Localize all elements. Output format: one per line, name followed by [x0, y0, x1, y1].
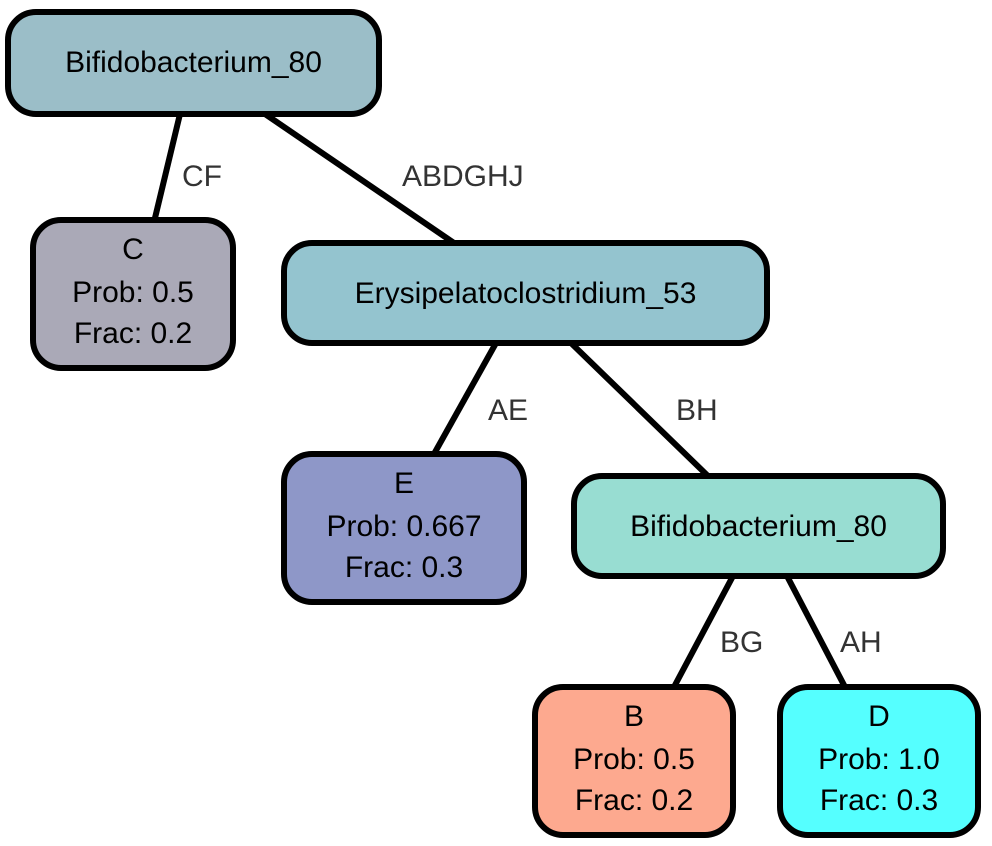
- node-leaf-d: D Prob: 1.0 Frac: 0.3: [777, 684, 981, 838]
- edge-bifidobacterium-to-b: BG: [671, 574, 763, 689]
- node-e-label: E: [394, 467, 414, 500]
- node-bifidobacterium-inner: Bifidobacterium_80: [571, 473, 946, 579]
- node-erysipelatoclostridium: Erysipelatoclostridium_53: [281, 240, 770, 346]
- edge-root-to-c: CF: [152, 113, 222, 219]
- node-c-prob: Prob: 0.5: [72, 276, 194, 309]
- node-b-frac: Frac: 0.2: [575, 784, 693, 817]
- node-leaf-c: C Prob: 0.5 Frac: 0.2: [30, 217, 236, 371]
- node-b-label: B: [624, 700, 644, 733]
- edge-label-abdghj: ABDGHJ: [402, 160, 524, 193]
- node-d-frac: Frac: 0.3: [820, 784, 938, 817]
- edge-label-ah: AH: [840, 626, 882, 659]
- node-bifidobacterium-inner-box: [571, 473, 946, 579]
- node-root-label: Bifidobacterium_80: [65, 46, 322, 79]
- node-erysipelatoclostridium-box: [281, 240, 770, 346]
- node-leaf-e: E Prob: 0.667 Frac: 0.3: [281, 451, 527, 605]
- node-e-frac: Frac: 0.3: [345, 551, 463, 584]
- node-d-prob: Prob: 1.0: [818, 743, 940, 776]
- edge-erysipelatoclostridium-to-e: AE: [431, 341, 528, 456]
- node-leaf-b: B Prob: 0.5 Frac: 0.2: [532, 684, 736, 838]
- node-d-box: [777, 684, 981, 838]
- node-c-label: C: [122, 233, 144, 266]
- edge-label-ae: AE: [488, 394, 528, 427]
- node-e-prob: Prob: 0.667: [326, 510, 481, 543]
- edge-label-bh: BH: [676, 394, 718, 427]
- node-e-box: [281, 451, 527, 605]
- edge-label-bg: BG: [720, 626, 763, 659]
- edge-root-to-erysipelatoclostridium: ABDGHJ: [263, 111, 524, 246]
- node-b-box: [532, 684, 736, 838]
- edge-erysipelatoclostridium-to-bifidobacterium: BH: [568, 340, 718, 479]
- edge-bifidobacterium-to-d: AH: [784, 574, 882, 689]
- edge-label-cf: CF: [182, 160, 222, 193]
- node-c-frac: Frac: 0.2: [74, 317, 192, 350]
- node-c-box: [30, 217, 236, 371]
- node-root-box: [5, 9, 382, 117]
- node-erysipelatoclostridium-label: Erysipelatoclostridium_53: [355, 277, 697, 310]
- node-d-label: D: [868, 700, 890, 733]
- node-b-prob: Prob: 0.5: [573, 743, 695, 776]
- node-bifidobacterium-inner-label: Bifidobacterium_80: [630, 510, 887, 543]
- node-root-bifidobacterium: Bifidobacterium_80: [5, 9, 382, 117]
